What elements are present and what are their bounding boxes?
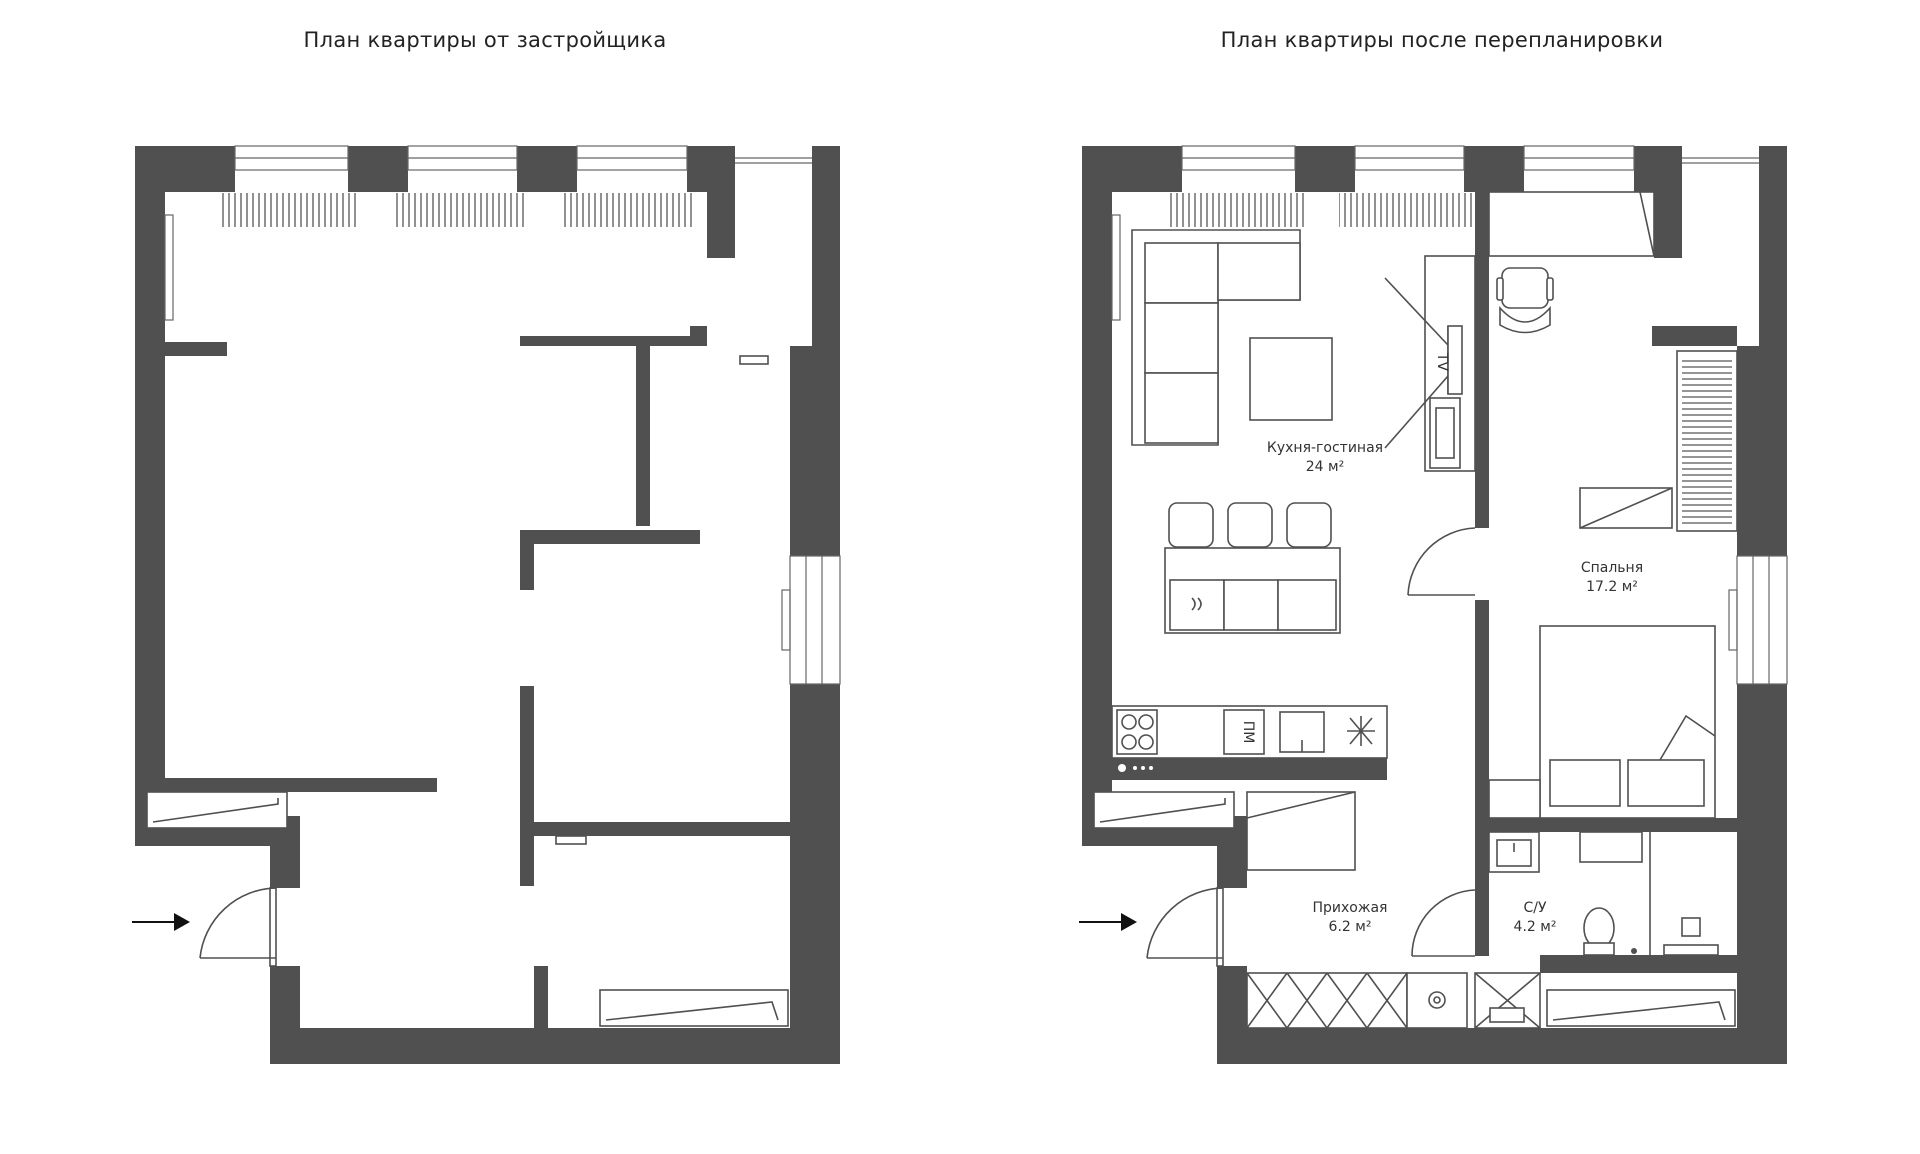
bathroom-fixtures: [1488, 831, 1719, 956]
dishwasher-label: ПМ: [1240, 721, 1256, 744]
niche-left: [146, 791, 288, 829]
kitchen-counter: [1111, 705, 1388, 772]
radiators: [222, 193, 696, 227]
room-kitchen-living-name: Кухня-гостиная: [1267, 440, 1383, 456]
room-bathroom-name: С/У: [1523, 900, 1546, 916]
room-kitchen-living-area: 24 м²: [1306, 459, 1344, 475]
entrance-arrow-icon: [132, 913, 190, 931]
plan-before: [132, 145, 841, 1064]
tv-label: TV: [1434, 352, 1450, 372]
niche-bottom: [599, 989, 789, 1027]
room-bathroom-area: 4.2 м²: [1514, 919, 1557, 935]
interior-walls: [165, 326, 790, 1028]
entrance-door-after: [1146, 887, 1224, 967]
plan-after: TV: [1079, 145, 1788, 1064]
plan-title-after: План квартиры после перепланировки: [1220, 28, 1664, 52]
outer-walls-after: [1082, 146, 1787, 1064]
plan-title-before: План квартиры от застройщика: [303, 28, 667, 52]
outer-walls: [135, 146, 840, 1064]
room-bedroom-area: 17.2 м²: [1586, 579, 1638, 595]
hall-niche: [1093, 791, 1235, 829]
room-hallway-name: Прихожая: [1313, 900, 1388, 916]
room-hallway-area: 6.2 м²: [1329, 919, 1372, 935]
room-bedroom-name: Спальня: [1581, 560, 1643, 576]
bedroom-wardrobe: [1579, 350, 1738, 532]
windows-top-after: [1181, 145, 1759, 171]
tv-stand: [1384, 277, 1463, 449]
bathroom-niche: [1546, 989, 1736, 1027]
entrance-door-before: [199, 887, 277, 967]
bar-stools: [1168, 502, 1332, 548]
hall-bench: [1246, 791, 1356, 871]
entrance-arrow-icon: [1079, 913, 1137, 931]
sofa: [1131, 229, 1301, 446]
hall-storage: [1246, 972, 1541, 1029]
office-chair: [1496, 267, 1554, 334]
door-living: [1407, 527, 1476, 596]
kitchen-island: [1164, 547, 1341, 634]
bed: [1539, 625, 1716, 819]
coffee-table: [1249, 337, 1333, 421]
door-bathroom: [1411, 889, 1476, 957]
interior-walls-after: [1112, 192, 1737, 973]
windows-top: [234, 145, 812, 171]
